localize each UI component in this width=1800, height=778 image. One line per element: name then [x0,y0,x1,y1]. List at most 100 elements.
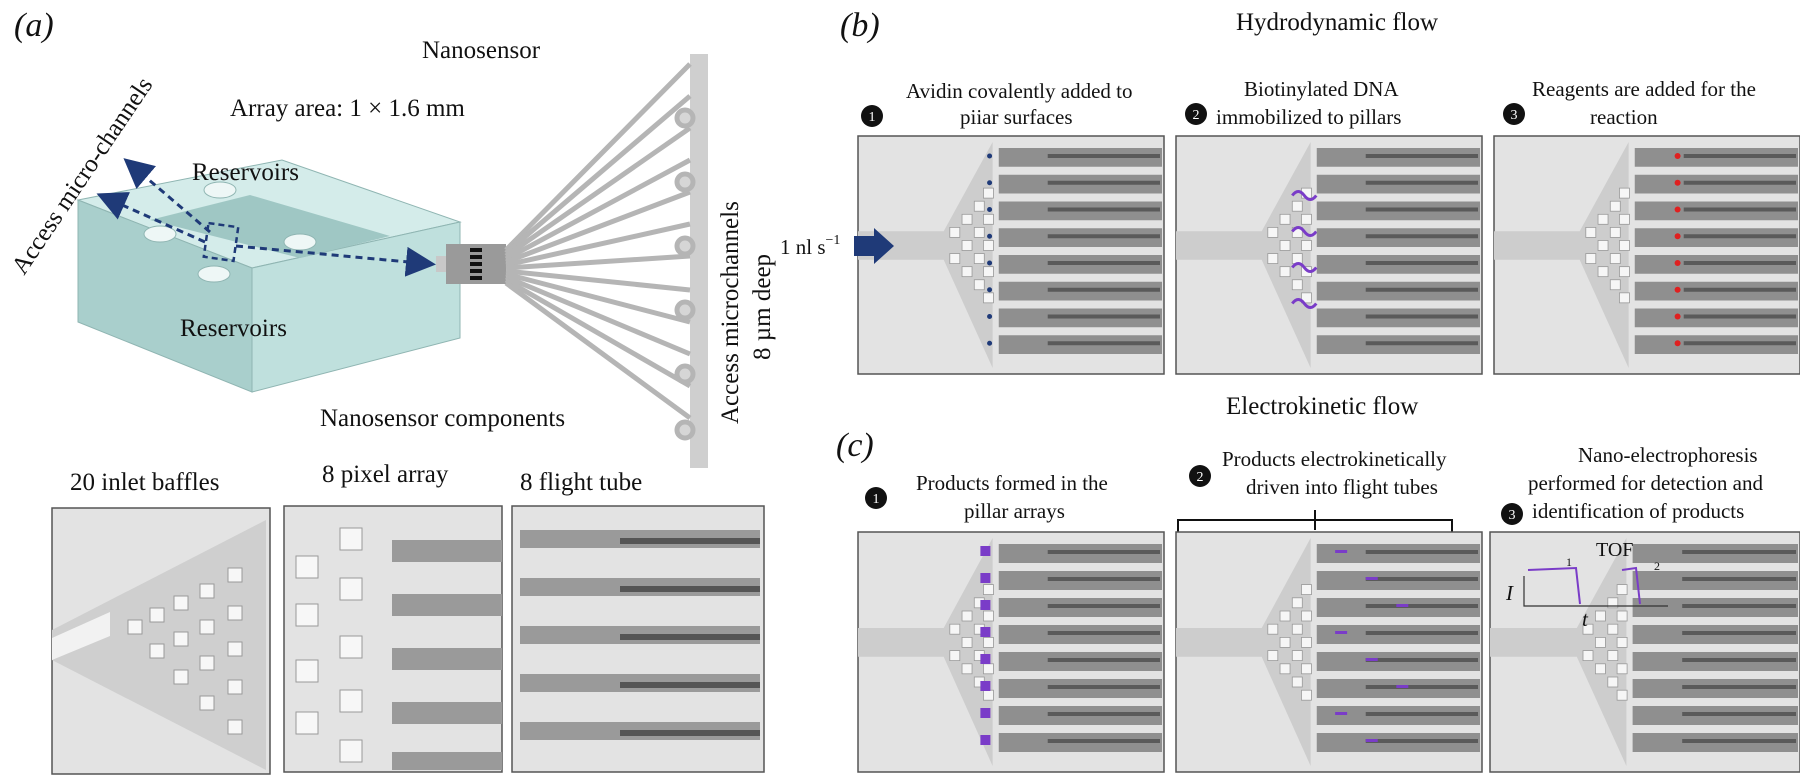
microchannel-fan [436,54,708,468]
chip-c2-pillar [1279,610,1291,622]
depth-label: 8 µm deep [749,254,776,360]
chip-c2-pillar [1291,623,1303,635]
step-c1-line2: pillar arrays [964,499,1065,523]
chip-c3-tube-core [1682,739,1796,743]
chip-b1-pillar [983,213,994,225]
chip-c2-pillar [1301,689,1312,701]
chip-c3-pillar [1582,650,1594,661]
chip-c1-tube-core [1047,550,1160,554]
chip-c2-funnel [1176,538,1311,766]
chip-b3-pillar [1619,187,1630,199]
chip-b3-pillar [1619,292,1630,304]
chip-c1-pillar [983,610,994,622]
array-area-label: Array area: 1 × 1.6 mm [230,95,465,122]
chip-c3-pillar [1595,637,1606,648]
chip-c3-tube-core [1682,685,1796,689]
chip-c2-product [1335,631,1348,634]
step-number-c2: 2 [1197,470,1204,485]
chip-b1-tube-core [1047,154,1160,158]
step-badge-c2 [1189,465,1211,487]
chip-c1-pillar [961,663,973,675]
chip-c1-product [980,654,991,664]
chip-c2-tube-core [1365,739,1478,743]
chip-c3-tube-core [1682,658,1796,662]
chip-b1-pillar [983,187,994,199]
chip-b3-tube-core [1683,180,1796,185]
tof-axes [1523,576,1668,607]
chip-b3-pillar [1597,240,1609,251]
chip-block [76,159,462,393]
chip-b1-tube-core [1047,207,1160,212]
chip-b2-tube-core [1365,341,1478,346]
reservoirs-bottom-label: Reservoirs [180,315,287,342]
chip-c3-pillar [1616,584,1628,595]
chip-c2-tube-core [1365,658,1478,662]
chip-b1-tube-core [1047,261,1160,265]
step-number-b2: 2 [1193,108,1200,123]
chip-c2-pillar [1267,623,1279,635]
chip-c3-pillar [1607,650,1619,661]
step-b2-line1: Biotinylated DNA [1244,77,1399,101]
chip-b2-tube-core [1365,261,1478,265]
chip-b1-pillar [973,226,985,238]
step-number-c3: 3 [1509,508,1516,523]
access-arrow-2 [96,192,206,244]
step-number-c1: 1 [873,492,880,507]
chip-c1-product [980,573,991,583]
chip-b2-pillar [1279,240,1291,251]
pixel-strip [470,248,482,280]
chip-b3-pillar [1619,213,1630,225]
chip-c1-tube-core [1047,658,1160,662]
chip-c2-pillar [1279,637,1291,648]
chip-b3-reagent [1674,340,1681,347]
zoom-box [202,221,240,263]
chip-c3-pillar [1607,623,1619,635]
chip-b3-pillar [1609,279,1621,291]
step-badge-b2 [1185,103,1207,125]
chip-c2-product [1365,577,1378,580]
chip-b1-pillar [983,292,994,304]
chip-b2-pillar [1279,213,1291,225]
chip-b1-tube-core [1047,314,1160,319]
chip-c3-pillar [1616,637,1628,648]
chip-c1-tube-core [1047,577,1160,581]
chip-c3-pillar [1607,676,1619,688]
step-badge-b1 [861,105,883,127]
step-c3-line2: performed for detection and [1528,471,1763,495]
chip-c3-tube-core [1682,631,1796,635]
hydrodynamic-title: Hydrodynamic flow [1236,9,1438,36]
chip-b3-reagent [1674,260,1681,266]
chip-b1-pillar [983,240,994,251]
chip-b3-tube-core [1683,234,1796,239]
chip-c3-tube-core [1682,550,1796,554]
chip-b1-pillar [961,213,973,225]
chip-b2-tube-core [1365,180,1478,185]
panel-label-b: (b) [840,7,880,44]
chip-c1-product [980,708,991,718]
step-b1-line1: Avidin covalently added to [906,79,1132,103]
chip-c1-product [980,600,991,610]
chip-b2-pillar [1291,279,1303,291]
chip-b1-pillar [961,240,973,251]
chip-c2-product [1335,712,1348,715]
step-c3-line1: Nano-electrophoresis [1578,443,1758,467]
access-arrow-1 [123,158,211,234]
step-b3-line1: Reagents are added for the [1532,77,1756,101]
chip-b1-tube-core [1047,287,1160,292]
electrokinetic-title: Electrokinetic flow [1226,393,1418,420]
chip-c1-funnel [858,538,993,766]
step-b3-line2: reaction [1590,105,1658,129]
chip-b1-avidin [987,207,993,212]
chip-b1-avidin [987,153,993,159]
chip-c1-tube-core [1047,685,1160,689]
chip-b3-tube-core [1683,287,1796,292]
chip-c1-pillar [949,623,961,635]
chip-c1-tube-core [1047,712,1160,716]
chip-b1-avidin [987,340,993,346]
chip-b3-tube-core [1683,314,1796,319]
chip-c2-tube-core [1365,604,1478,608]
chip-c3-pillar [1616,689,1628,701]
chip-b1-pillar [983,266,994,278]
step-number-b3: 3 [1511,108,1518,123]
